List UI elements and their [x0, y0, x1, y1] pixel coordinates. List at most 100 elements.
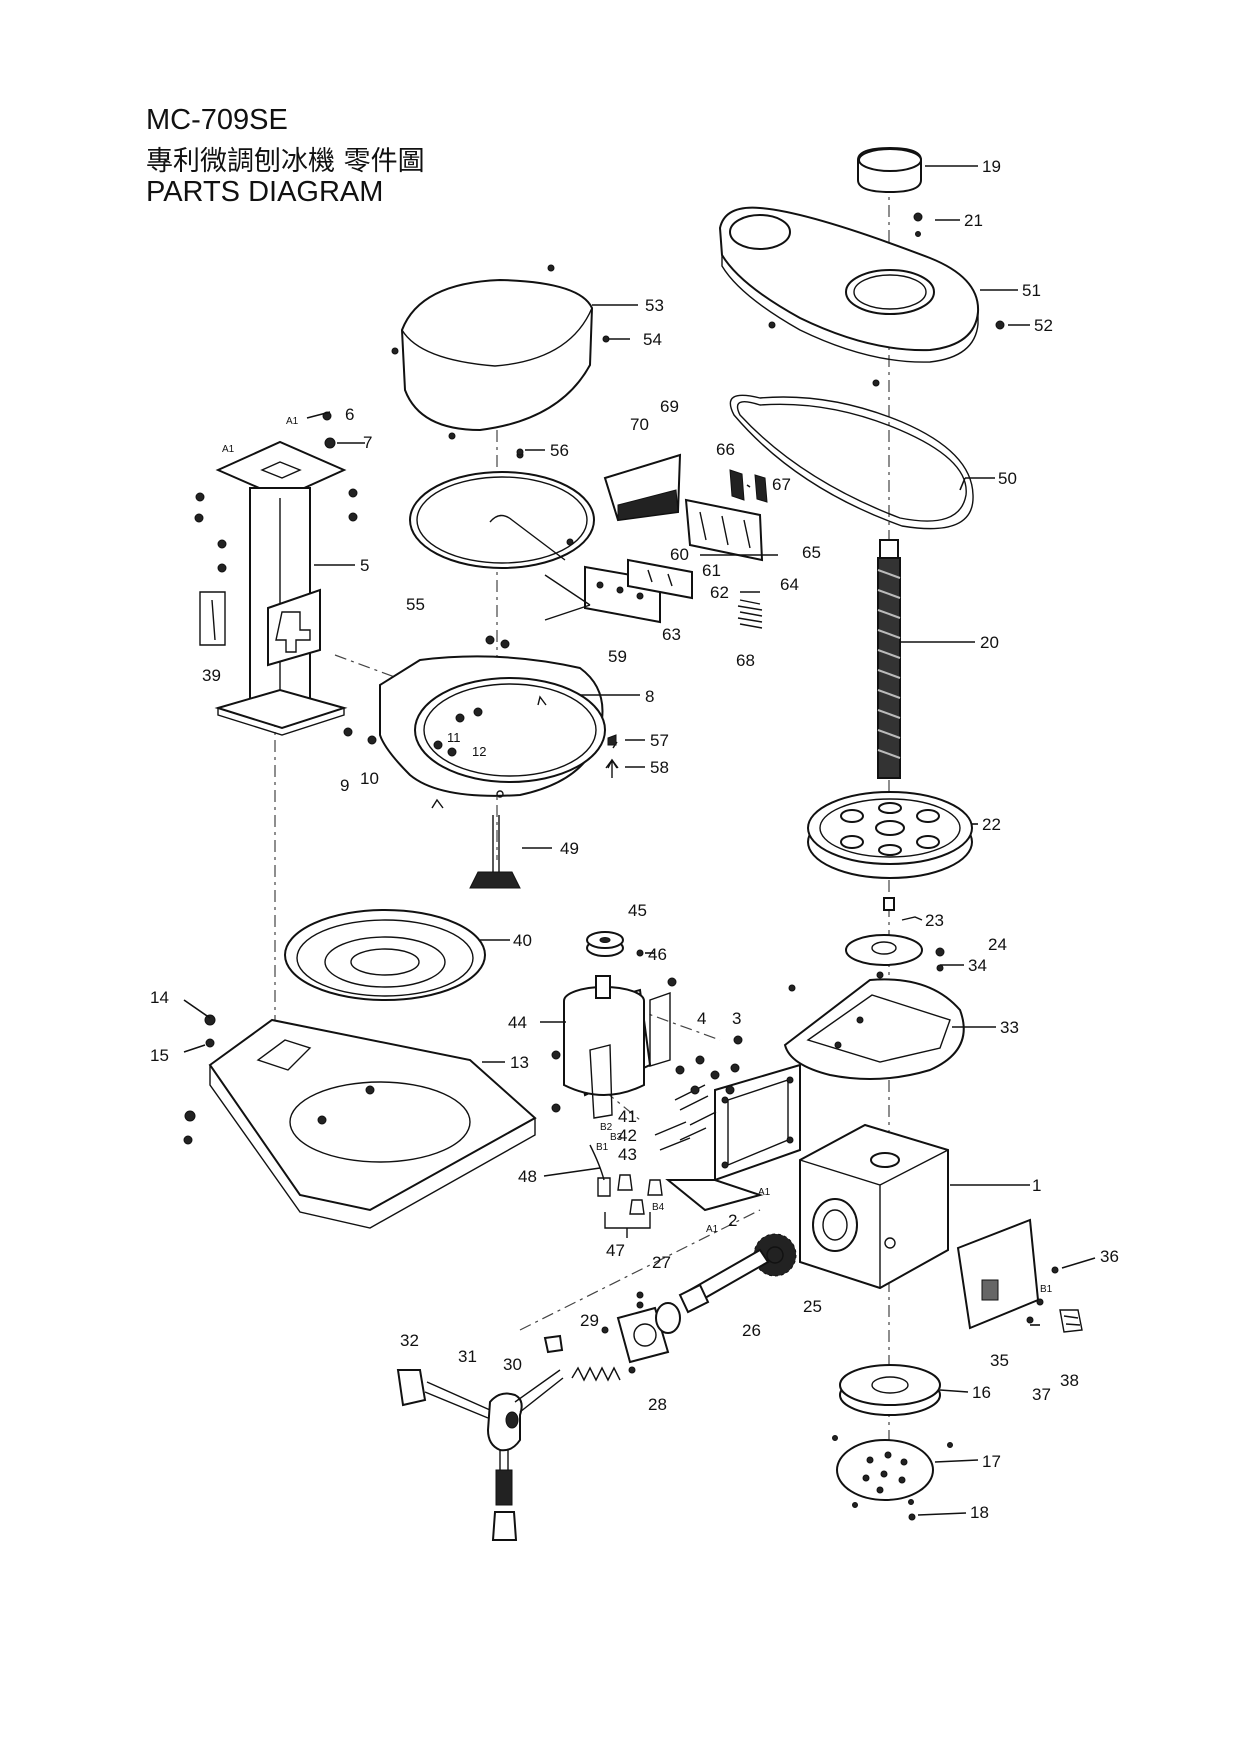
- callout-47: 47: [606, 1241, 625, 1260]
- part-bearing: [845, 897, 945, 972]
- callout-22: 22: [982, 815, 1001, 834]
- callout-50: 50: [998, 469, 1017, 488]
- callout-64: 64: [780, 575, 799, 594]
- callout-31: 31: [458, 1347, 477, 1366]
- callout-61: 61: [702, 561, 721, 580]
- part-mount-plate: [783, 971, 965, 1080]
- diagram-title-english: PARTS DIAGRAM: [146, 176, 384, 208]
- callout-5: 5: [360, 556, 369, 575]
- part-gear: [753, 1233, 797, 1277]
- part-blade-holder: [544, 469, 768, 624]
- callout-56: 56: [550, 441, 569, 460]
- diagram-title-chinese: 專利微調刨冰機 零件圖: [146, 146, 425, 177]
- callout-66: 66: [716, 440, 735, 459]
- part-motor-pulley: [586, 931, 624, 957]
- part-bolts: [194, 411, 358, 573]
- part-capacitor-and-terminals: [589, 1144, 663, 1238]
- callout-13: 13: [510, 1053, 529, 1072]
- part-knob: [857, 146, 922, 194]
- part-bearing-flange: [601, 1291, 681, 1374]
- callout-37: 37: [1032, 1385, 1051, 1404]
- part-label-plate: [199, 591, 226, 646]
- part-base: [183, 1014, 537, 1229]
- mark-a1: A1: [706, 1224, 719, 1235]
- callout-36: 36: [1100, 1247, 1119, 1266]
- callout-30: 30: [503, 1355, 522, 1374]
- part-blade-disc: [832, 1435, 953, 1508]
- callout-69: 69: [660, 397, 679, 416]
- part-sleeve: [543, 1334, 564, 1354]
- part-callout-numbers: 1 2 3 4 5 6 7 8 9 10 11 12 13 14 15 16 1…: [150, 157, 1119, 1522]
- part-adjust-screw: [469, 815, 521, 889]
- callout-42: 42: [618, 1126, 637, 1145]
- part-blade-spring: [737, 599, 763, 629]
- mark-a1: A1: [758, 1187, 771, 1198]
- callout-39: 39: [202, 666, 221, 685]
- callout-43: 43: [618, 1145, 637, 1164]
- callout-18: 18: [970, 1503, 989, 1522]
- mark-a1: A1: [222, 444, 235, 455]
- part-screw: [636, 949, 644, 957]
- callout-11: 11: [447, 730, 461, 745]
- callout-1: 1: [1032, 1176, 1041, 1195]
- callout-28: 28: [648, 1395, 667, 1414]
- callout-32: 32: [400, 1331, 419, 1350]
- part-motor-bracket: [665, 1063, 801, 1212]
- callout-34: 34: [968, 956, 987, 975]
- callout-24: 24: [988, 935, 1007, 954]
- callout-53: 53: [645, 296, 664, 315]
- mark-b4: B4: [652, 1202, 665, 1213]
- part-hand-crank: [396, 1369, 564, 1541]
- callout-17: 17: [982, 1452, 1001, 1471]
- callout-9: 9: [340, 776, 349, 795]
- callout-2: 2: [728, 1211, 737, 1230]
- callout-35: 35: [990, 1351, 1009, 1370]
- callout-16: 16: [972, 1383, 991, 1402]
- callout-33: 33: [1000, 1018, 1019, 1037]
- part-drip-tray: [284, 909, 486, 1001]
- callout-19: 19: [982, 157, 1001, 176]
- mark-b1: B1: [596, 1142, 609, 1153]
- callout-62: 62: [710, 583, 729, 602]
- part-ice-ring: [409, 451, 595, 569]
- callout-29: 29: [580, 1311, 599, 1330]
- part-side-cover: [956, 1218, 1059, 1330]
- part-bolts-and-springs: [654, 1035, 743, 1151]
- callout-54: 54: [643, 330, 662, 349]
- callout-15: 15: [150, 1046, 169, 1065]
- callout-45: 45: [628, 901, 647, 920]
- callout-63: 63: [662, 625, 681, 644]
- callout-14: 14: [150, 988, 169, 1007]
- part-screws: [343, 727, 377, 745]
- callout-70: 70: [630, 415, 649, 434]
- callout-25: 25: [803, 1297, 822, 1316]
- callout-12: 12: [472, 744, 486, 759]
- part-ice-guard: [391, 264, 610, 440]
- callout-51: 51: [1022, 281, 1041, 300]
- part-belt: [729, 394, 974, 530]
- part-clip: [607, 758, 618, 778]
- part-blade-edge: [617, 489, 679, 521]
- part-screw: [995, 320, 1005, 330]
- part-lower-pulley: [839, 1364, 941, 1416]
- part-worm-shaft: [678, 1248, 770, 1314]
- mark-b3: B3: [610, 1132, 623, 1143]
- callout-6: 6: [345, 405, 354, 424]
- callout-3: 3: [732, 1009, 741, 1028]
- callout-8: 8: [645, 687, 654, 706]
- callout-67: 67: [772, 475, 791, 494]
- callout-55: 55: [406, 595, 425, 614]
- callout-10: 10: [360, 769, 379, 788]
- mark-b1: B1: [1040, 1284, 1053, 1295]
- model-number: MC-709SE: [146, 104, 288, 136]
- callout-49: 49: [560, 839, 579, 858]
- callout-44: 44: [508, 1013, 527, 1032]
- part-switch: [1059, 1309, 1083, 1333]
- part-motor: [551, 975, 685, 1119]
- part-gearbox-housing: [799, 1123, 949, 1290]
- part-column: [214, 440, 348, 736]
- callout-46: 46: [648, 945, 667, 964]
- callout-58: 58: [650, 758, 669, 777]
- mark-a1: A1: [286, 416, 299, 427]
- reference-marks: A1 A1 A1 A1 B1 B2 B3 B4 B1: [222, 416, 1053, 1295]
